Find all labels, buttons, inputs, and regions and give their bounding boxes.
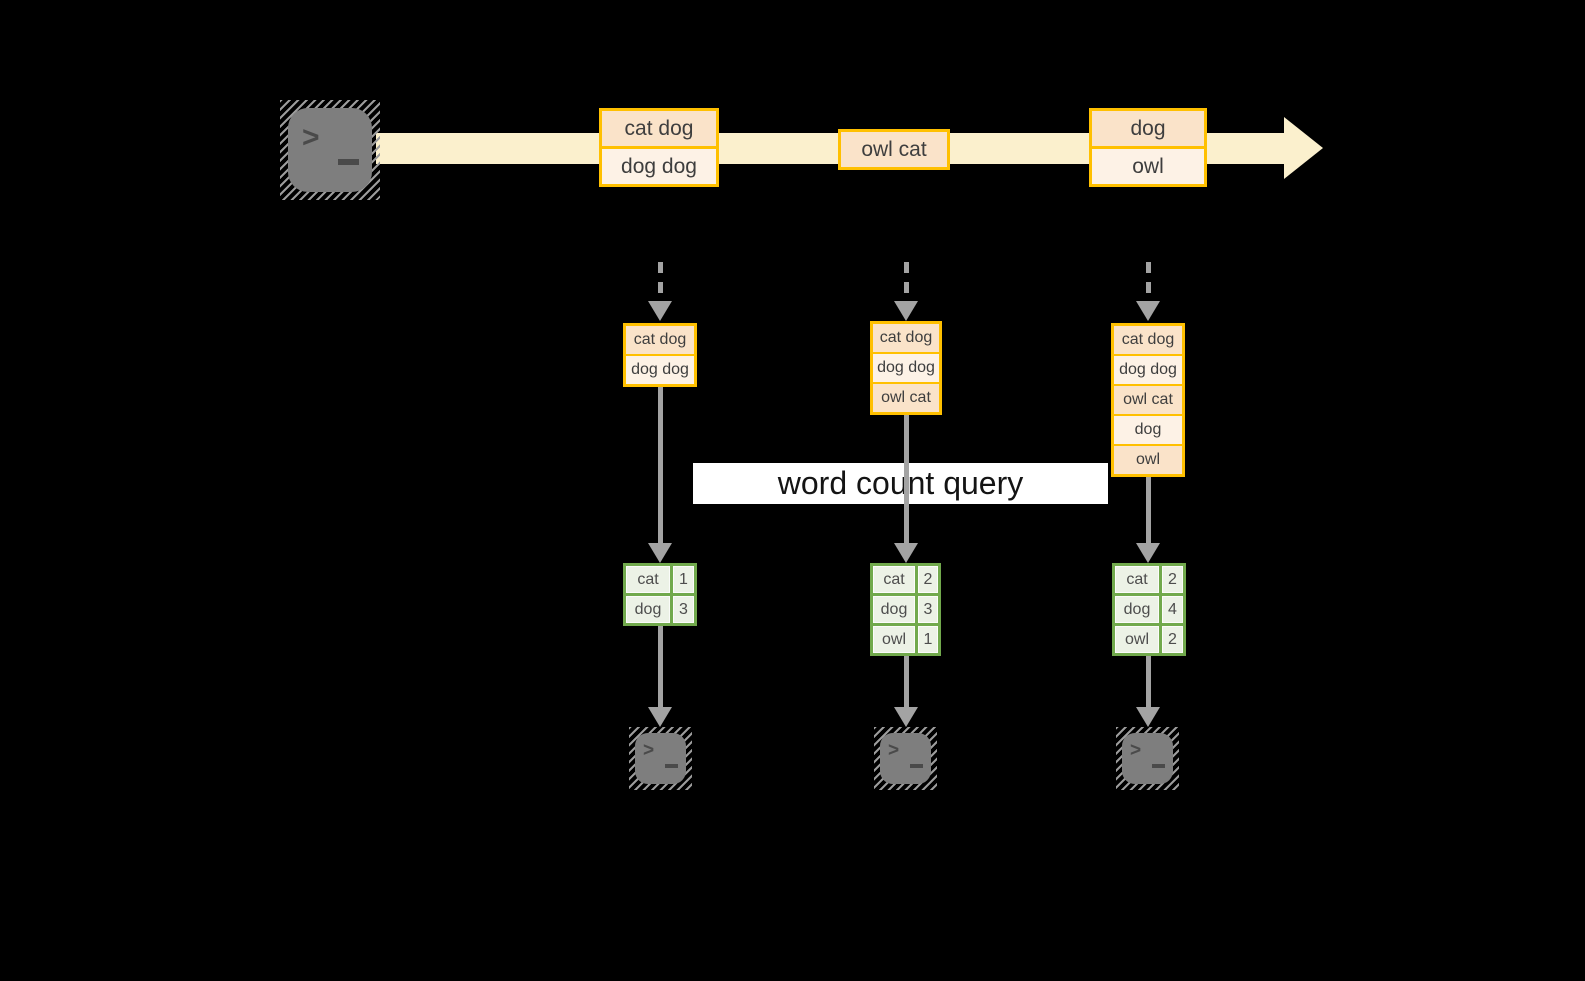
- output-arrowhead-icon-3: [1136, 707, 1160, 727]
- result-count-cell: 2: [1162, 566, 1183, 593]
- stream-event-box-1: cat dog dog dog: [599, 108, 719, 187]
- terminal-cursor-icon: [1152, 764, 1165, 768]
- output-terminal-icon-2: >: [874, 727, 937, 790]
- result-word-cell: dog: [626, 596, 670, 623]
- trigger-arrowhead-icon-1: [648, 301, 672, 321]
- terminal-prompt-icon: >: [888, 740, 900, 761]
- trigger-arrow-line-3: [1146, 262, 1151, 302]
- result-count-cell: 2: [1162, 626, 1183, 653]
- input-table-1: cat dog dog dog: [623, 323, 697, 387]
- result-table-1: cat 1 dog 3: [623, 563, 697, 626]
- result-word-cell: owl: [1115, 626, 1159, 653]
- query-arrowhead-icon-3: [1136, 543, 1160, 563]
- input-line-cell: cat dog: [626, 326, 694, 354]
- result-word-cell: cat: [1115, 566, 1159, 593]
- trigger-arrow-line-1: [658, 262, 663, 302]
- query-arrow-line-1: [658, 387, 663, 544]
- terminal-body: >: [635, 733, 686, 784]
- result-word-cell: dog: [1115, 596, 1159, 623]
- query-arrow-line-3: [1146, 477, 1151, 544]
- word-count-query-label: word count query: [693, 463, 1108, 504]
- result-count-cell: 1: [918, 626, 938, 653]
- input-table-3: cat dog dog dog owl cat dog owl: [1111, 323, 1185, 477]
- input-stream-arrowhead-icon: [1284, 117, 1323, 179]
- input-table-2: cat dog dog dog owl cat: [870, 321, 942, 415]
- output-terminal-icon-1: >: [629, 727, 692, 790]
- result-word-cell: cat: [626, 566, 670, 593]
- terminal-body: >: [288, 108, 372, 192]
- result-count-cell: 3: [673, 596, 694, 623]
- terminal-body: >: [1122, 733, 1173, 784]
- terminal-prompt-icon: >: [643, 740, 655, 761]
- output-arrow-line-1: [658, 626, 663, 707]
- output-arrow-line-2: [904, 656, 909, 707]
- input-line-cell: dog: [1114, 414, 1182, 444]
- result-count-cell: 2: [918, 566, 938, 593]
- result-table-3: cat 2 dog 4 owl 2: [1112, 563, 1186, 656]
- terminal-prompt-icon: >: [302, 121, 320, 154]
- query-arrowhead-icon-1: [648, 543, 672, 563]
- terminal-cursor-icon: [665, 764, 678, 768]
- input-line-cell: owl cat: [1114, 384, 1182, 414]
- terminal-cursor-icon: [910, 764, 923, 768]
- stream-event-line: owl cat: [841, 132, 947, 167]
- result-count-cell: 1: [673, 566, 694, 593]
- stream-event-line: cat dog: [602, 111, 716, 146]
- input-line-cell: dog dog: [1114, 354, 1182, 384]
- terminal-body: >: [880, 733, 931, 784]
- output-arrowhead-icon-2: [894, 707, 918, 727]
- result-count-cell: 4: [1162, 596, 1183, 623]
- input-line-cell: owl: [1114, 444, 1182, 474]
- trigger-arrow-line-2: [904, 262, 909, 302]
- terminal-cursor-icon: [338, 159, 359, 165]
- output-terminal-icon-3: >: [1116, 727, 1179, 790]
- terminal-prompt-icon: >: [1130, 740, 1142, 761]
- input-line-cell: cat dog: [1114, 326, 1182, 354]
- result-word-cell: owl: [873, 626, 915, 653]
- input-line-cell: dog dog: [873, 352, 939, 382]
- result-table-2: cat 2 dog 3 owl 1: [870, 563, 941, 656]
- stream-event-line: dog: [1092, 111, 1204, 146]
- stream-event-line: owl: [1092, 146, 1204, 184]
- output-arrow-line-3: [1146, 656, 1151, 707]
- trigger-arrowhead-icon-2: [894, 301, 918, 321]
- stream-event-line: dog dog: [602, 146, 716, 184]
- query-arrow-line-2: [904, 415, 909, 544]
- result-count-cell: 3: [918, 596, 938, 623]
- stream-event-box-3: dog owl: [1089, 108, 1207, 187]
- input-line-cell: dog dog: [626, 354, 694, 384]
- trigger-arrowhead-icon-3: [1136, 301, 1160, 321]
- output-arrowhead-icon-1: [648, 707, 672, 727]
- stream-event-box-2: owl cat: [838, 129, 950, 170]
- result-word-cell: dog: [873, 596, 915, 623]
- query-arrowhead-icon-2: [894, 543, 918, 563]
- input-line-cell: cat dog: [873, 324, 939, 352]
- result-word-cell: cat: [873, 566, 915, 593]
- input-line-cell: owl cat: [873, 382, 939, 412]
- source-terminal-icon: >: [280, 100, 380, 200]
